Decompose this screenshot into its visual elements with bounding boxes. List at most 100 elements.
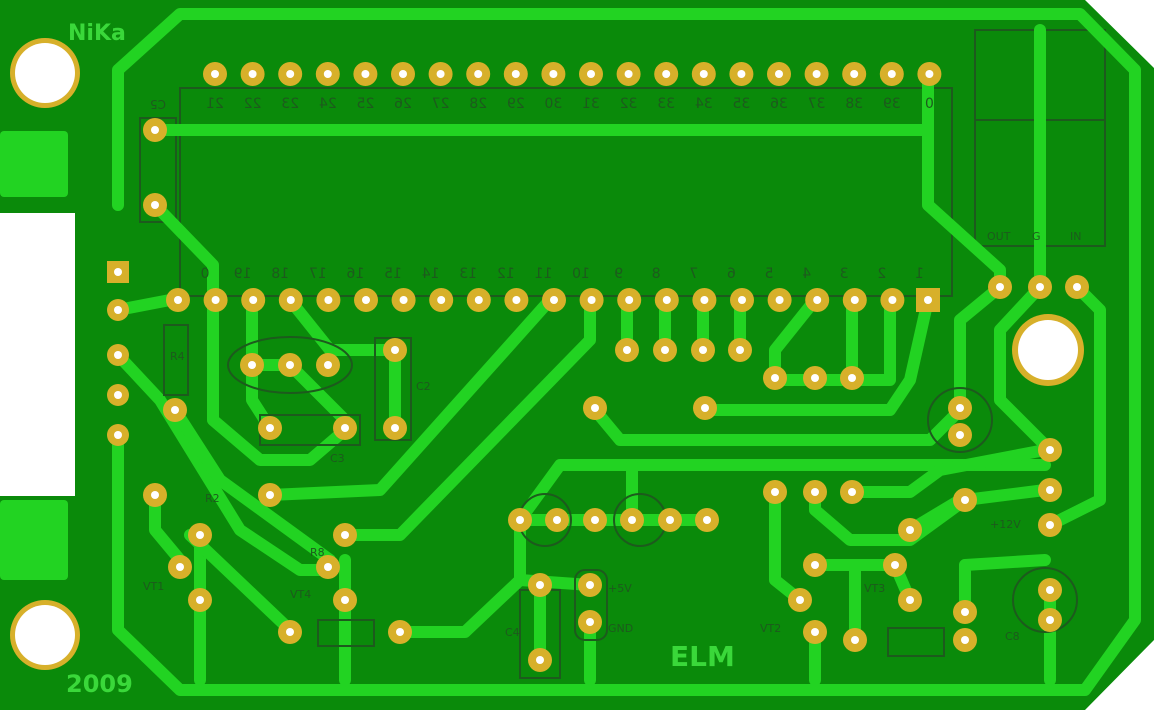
pin-label-bottom: 4 [802,266,811,282]
pad-drill-hole [341,424,349,432]
power-connector-outline [574,569,608,641]
pad-drill-hole [266,491,274,499]
c3-label: C3 [330,452,345,465]
pin-label-bottom: 11 [534,266,552,282]
pad-drill-hole [437,296,446,304]
trace [959,554,1051,618]
c8-outline [1012,567,1078,633]
pad-drill-hole [512,296,521,304]
r2-label: R2 [205,492,220,505]
pad-drill-hole [286,628,294,636]
pad-drill-hole [812,70,821,78]
c5-label: C5 [150,97,166,111]
pad-drill-hole [628,516,636,524]
pin-label-bottom: 2 [877,266,886,282]
pin-label-top: 0 [925,96,934,112]
trace [1044,281,1106,531]
pin-label-bottom: 17 [309,266,327,282]
pad-drill-hole [1073,283,1081,291]
pad-drill-hole [925,70,934,78]
pad-drill-hole [151,126,159,134]
pad-drill-hole [341,531,349,539]
pad-drill-hole [736,346,744,354]
pad-drill-hole [699,70,708,78]
vt4-label: VT4 [290,588,311,601]
pad-drill-hole [323,70,332,78]
pad-drill-hole [888,296,897,304]
trace [339,294,596,541]
pad-drill-hole [700,296,709,304]
r-outline [317,619,375,647]
pad-drill-hole [796,596,804,604]
pad-drill-hole [536,581,544,589]
pad-drill-hole [1036,283,1044,291]
pad-drill-hole [924,296,932,304]
r4-label: R4 [170,350,185,363]
pin-label-top: 26 [394,96,412,112]
pad-drill-hole [553,516,561,524]
trace [184,529,296,636]
regulator-g-label: G [1032,230,1041,243]
pad-drill-hole [196,531,204,539]
trace [809,484,1051,546]
trace [699,294,934,416]
trace [954,281,1006,406]
pin-label-top: 32 [620,96,638,112]
edge-pad-bottom [0,500,68,580]
pad-drill-hole [286,296,295,304]
pin-label-bottom: 1 [915,266,924,282]
pad-drill-hole [666,516,674,524]
trace [846,444,1051,498]
pin-label-bottom: 16 [346,266,364,282]
pad-drill-hole [362,296,370,304]
pad-drill-hole [661,346,669,354]
pad-drill-hole [848,374,856,382]
pin-label-top: 37 [808,96,826,112]
pad-drill-hole [701,404,709,412]
pad-drill-hole [775,296,784,304]
pad-drill-hole [887,70,896,78]
pad-drill-hole [891,561,899,569]
pad-drill-hole [266,424,274,432]
pin-label-bottom: 6 [727,266,736,282]
pad-drill-hole [151,491,159,499]
pad-drill-hole [516,516,524,524]
pin-label-bottom: 5 [765,266,774,282]
component-outlines [163,324,1078,679]
pad-drill-hole [591,516,599,524]
pin-label-bottom: 0 [201,266,210,282]
pad-drill-hole [1046,521,1054,529]
pad-drill-hole [399,70,407,78]
trace [589,404,966,446]
pad-drill-hole [549,70,558,78]
pad-drill-hole [171,406,179,414]
pad-drill-hole [1046,446,1054,454]
r8-outline [887,627,945,657]
trace [994,281,1056,456]
plus12v-label: +12V [990,518,1021,531]
vt2-label: VT2 [760,622,781,635]
edge-pad-top [0,131,68,197]
pad-drill-hole [699,346,707,354]
pad-drill-hole [587,296,596,304]
pin-label-bottom: 7 [689,266,698,282]
pin-label-top: 36 [770,96,788,112]
pad-drill-hole [737,70,746,78]
pad-drill-hole [586,581,594,589]
pad-drill-hole [961,496,969,504]
pad-drill-hole [811,628,819,636]
c2-outline [374,337,412,441]
pad-drill-hole [586,618,594,626]
trace [112,349,334,576]
chip-outline [179,87,953,297]
c8-label: C8 [1005,630,1020,643]
pad-drill-hole [961,636,969,644]
pad-drill-hole [249,296,258,304]
pin-label-top: 39 [883,96,901,112]
pin-label-bottom: 15 [384,266,402,282]
pin-label-bottom: 14 [422,266,440,282]
pin-label-top: 28 [469,96,487,112]
pad-drill-hole [361,70,370,78]
